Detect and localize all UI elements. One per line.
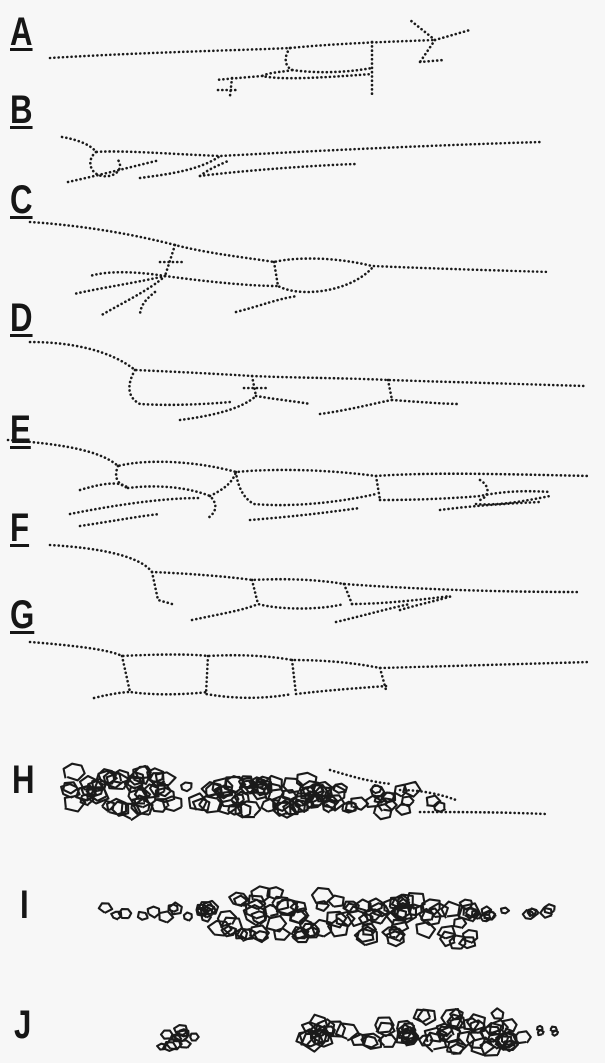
specimen-e — [8, 440, 590, 526]
specimen-i — [99, 886, 555, 949]
specimen-d — [30, 342, 585, 420]
specimen-g — [30, 642, 590, 698]
specimen-j — [157, 1008, 558, 1055]
specimen-c — [30, 222, 550, 316]
specimen-h — [61, 764, 545, 821]
specimen-a — [50, 20, 470, 96]
specimen-b — [62, 137, 540, 182]
specimen-f — [50, 545, 580, 622]
